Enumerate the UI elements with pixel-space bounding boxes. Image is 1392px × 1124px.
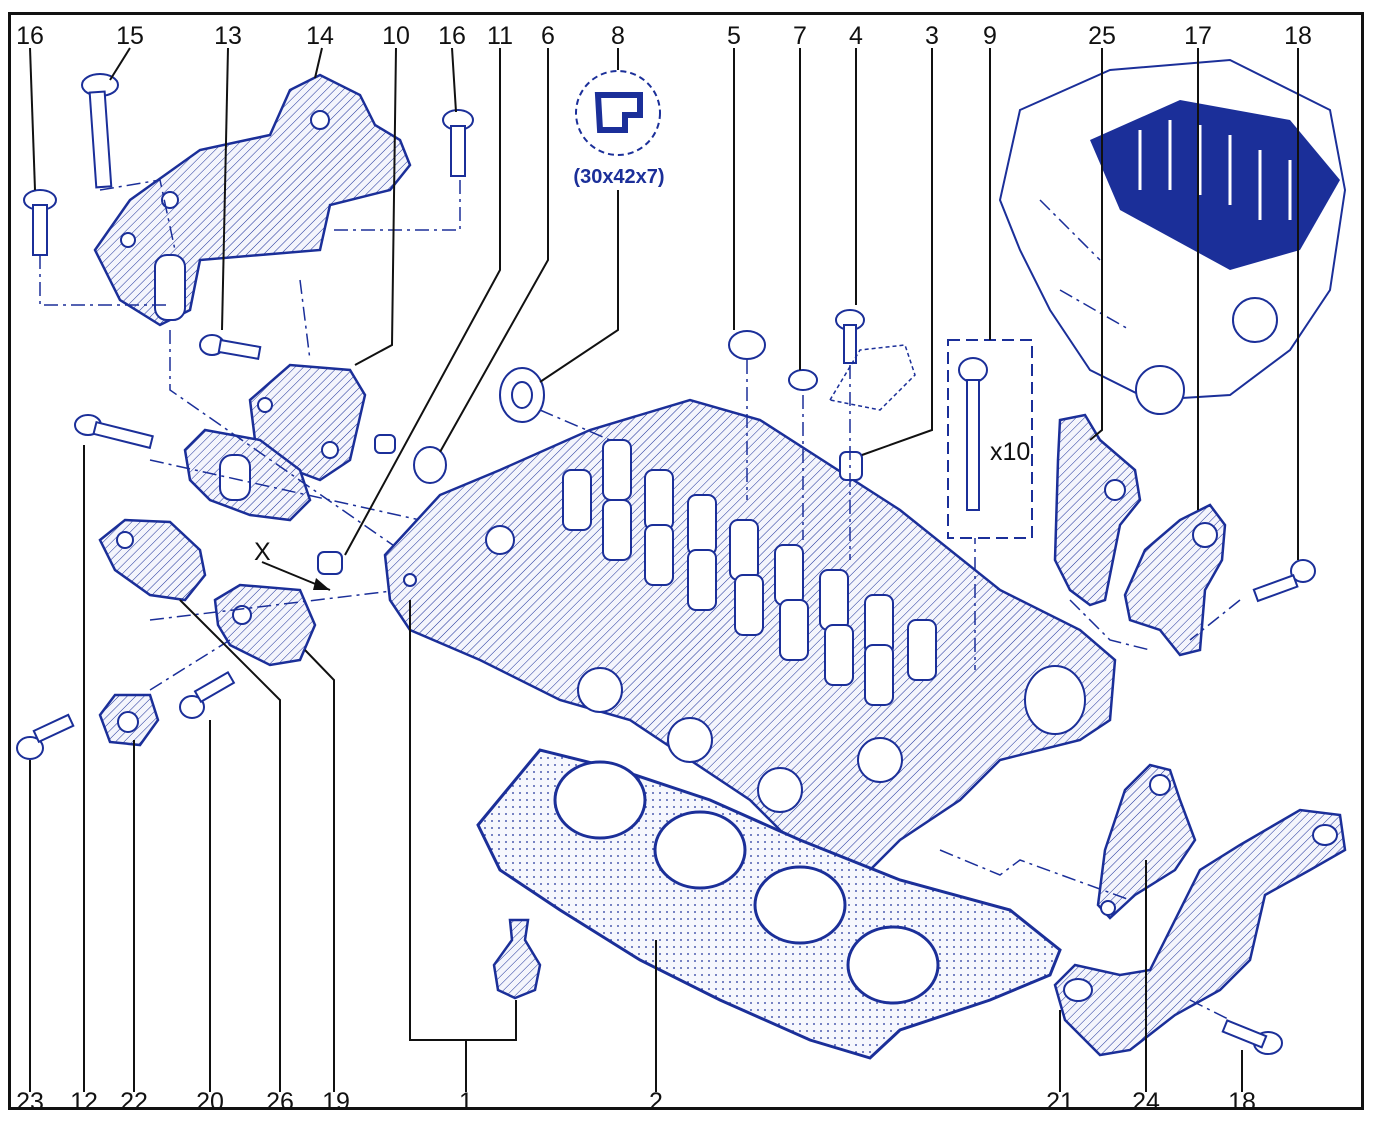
label-13: 13 [214,22,242,50]
label-7: 7 [793,22,807,50]
label-18-top: 18 [1284,22,1312,50]
bolt-12 [74,414,154,450]
dowel-sleeve-11-upper [374,434,396,454]
dowel-6 [413,446,447,484]
hardware-bag-1 [492,918,542,1000]
cylinder-head [383,398,1117,882]
upper-bracket-14 [93,73,412,327]
label-19: 19 [322,1088,350,1116]
label-14: 14 [306,22,334,50]
label-16-right: 16 [438,22,466,50]
bolt-23 [16,713,75,760]
valve-seal-5 [728,330,766,360]
bracket-19 [213,583,317,667]
sensor-22 [98,693,160,747]
bracket-25 [1053,413,1142,607]
label-8: 8 [611,22,625,50]
bracket-21 [1053,808,1347,1057]
label-11: 11 [487,22,513,50]
bracket-24 [1096,763,1197,920]
label-5: 5 [727,22,741,50]
valve-seat-7 [788,369,818,391]
bracket-12 [183,428,312,522]
engine-thumbnail [998,58,1347,415]
bolt-18-bottom [1221,1019,1283,1055]
diagram-frame [8,12,1364,1110]
label-16-left: 16 [16,22,44,50]
dowel-3 [839,451,863,481]
label-1: 1 [459,1088,473,1116]
head-bolt-9-box: x10 [947,339,1033,539]
bolt-qty-label: x10 [990,438,1030,466]
label-17: 17 [1184,22,1212,50]
bracket-26 [98,518,207,602]
arrow-x-label: X [254,538,271,566]
label-3: 3 [925,22,939,50]
label-9: 9 [983,22,997,50]
bracket-17 [1123,503,1227,657]
label-4: 4 [849,22,863,50]
bolt-13 [199,334,262,360]
bracket-10 [248,363,367,482]
head-gasket-2 [476,748,1062,1060]
labels-top: 16 15 13 14 10 16 11 6 8 5 7 4 3 9 25 17… [16,22,1312,50]
label-10: 10 [382,22,410,50]
label-20: 20 [196,1088,224,1116]
leader-lines [29,47,1299,1092]
labels-bottom: 23 12 22 20 26 19 1 2 21 24 18 [16,1088,1256,1116]
arrow-x: X [254,538,331,591]
bolt-20 [179,670,236,719]
bolt-4 [828,309,916,411]
oil-seal-8 [499,367,545,423]
label-21: 21 [1046,1088,1074,1116]
label-2: 2 [649,1088,663,1116]
bolt-16-left [23,189,57,256]
bolt-15 [81,73,119,189]
label-18-bottom: 18 [1228,1088,1256,1116]
label-26: 26 [266,1088,294,1116]
bolt-16-right [442,109,474,177]
bolt-18-right [1252,559,1316,603]
seal-size-label: (30x42x7) [573,166,664,188]
dowel-sleeve-11-lower [317,551,343,575]
label-12: 12 [70,1088,98,1116]
label-22: 22 [120,1088,148,1116]
label-23: 23 [16,1088,44,1116]
label-24: 24 [1132,1088,1160,1116]
label-15: 15 [116,22,144,50]
seal-detail-8: (30x42x7) [573,70,665,188]
label-25: 25 [1088,22,1116,50]
label-6: 6 [541,22,555,50]
